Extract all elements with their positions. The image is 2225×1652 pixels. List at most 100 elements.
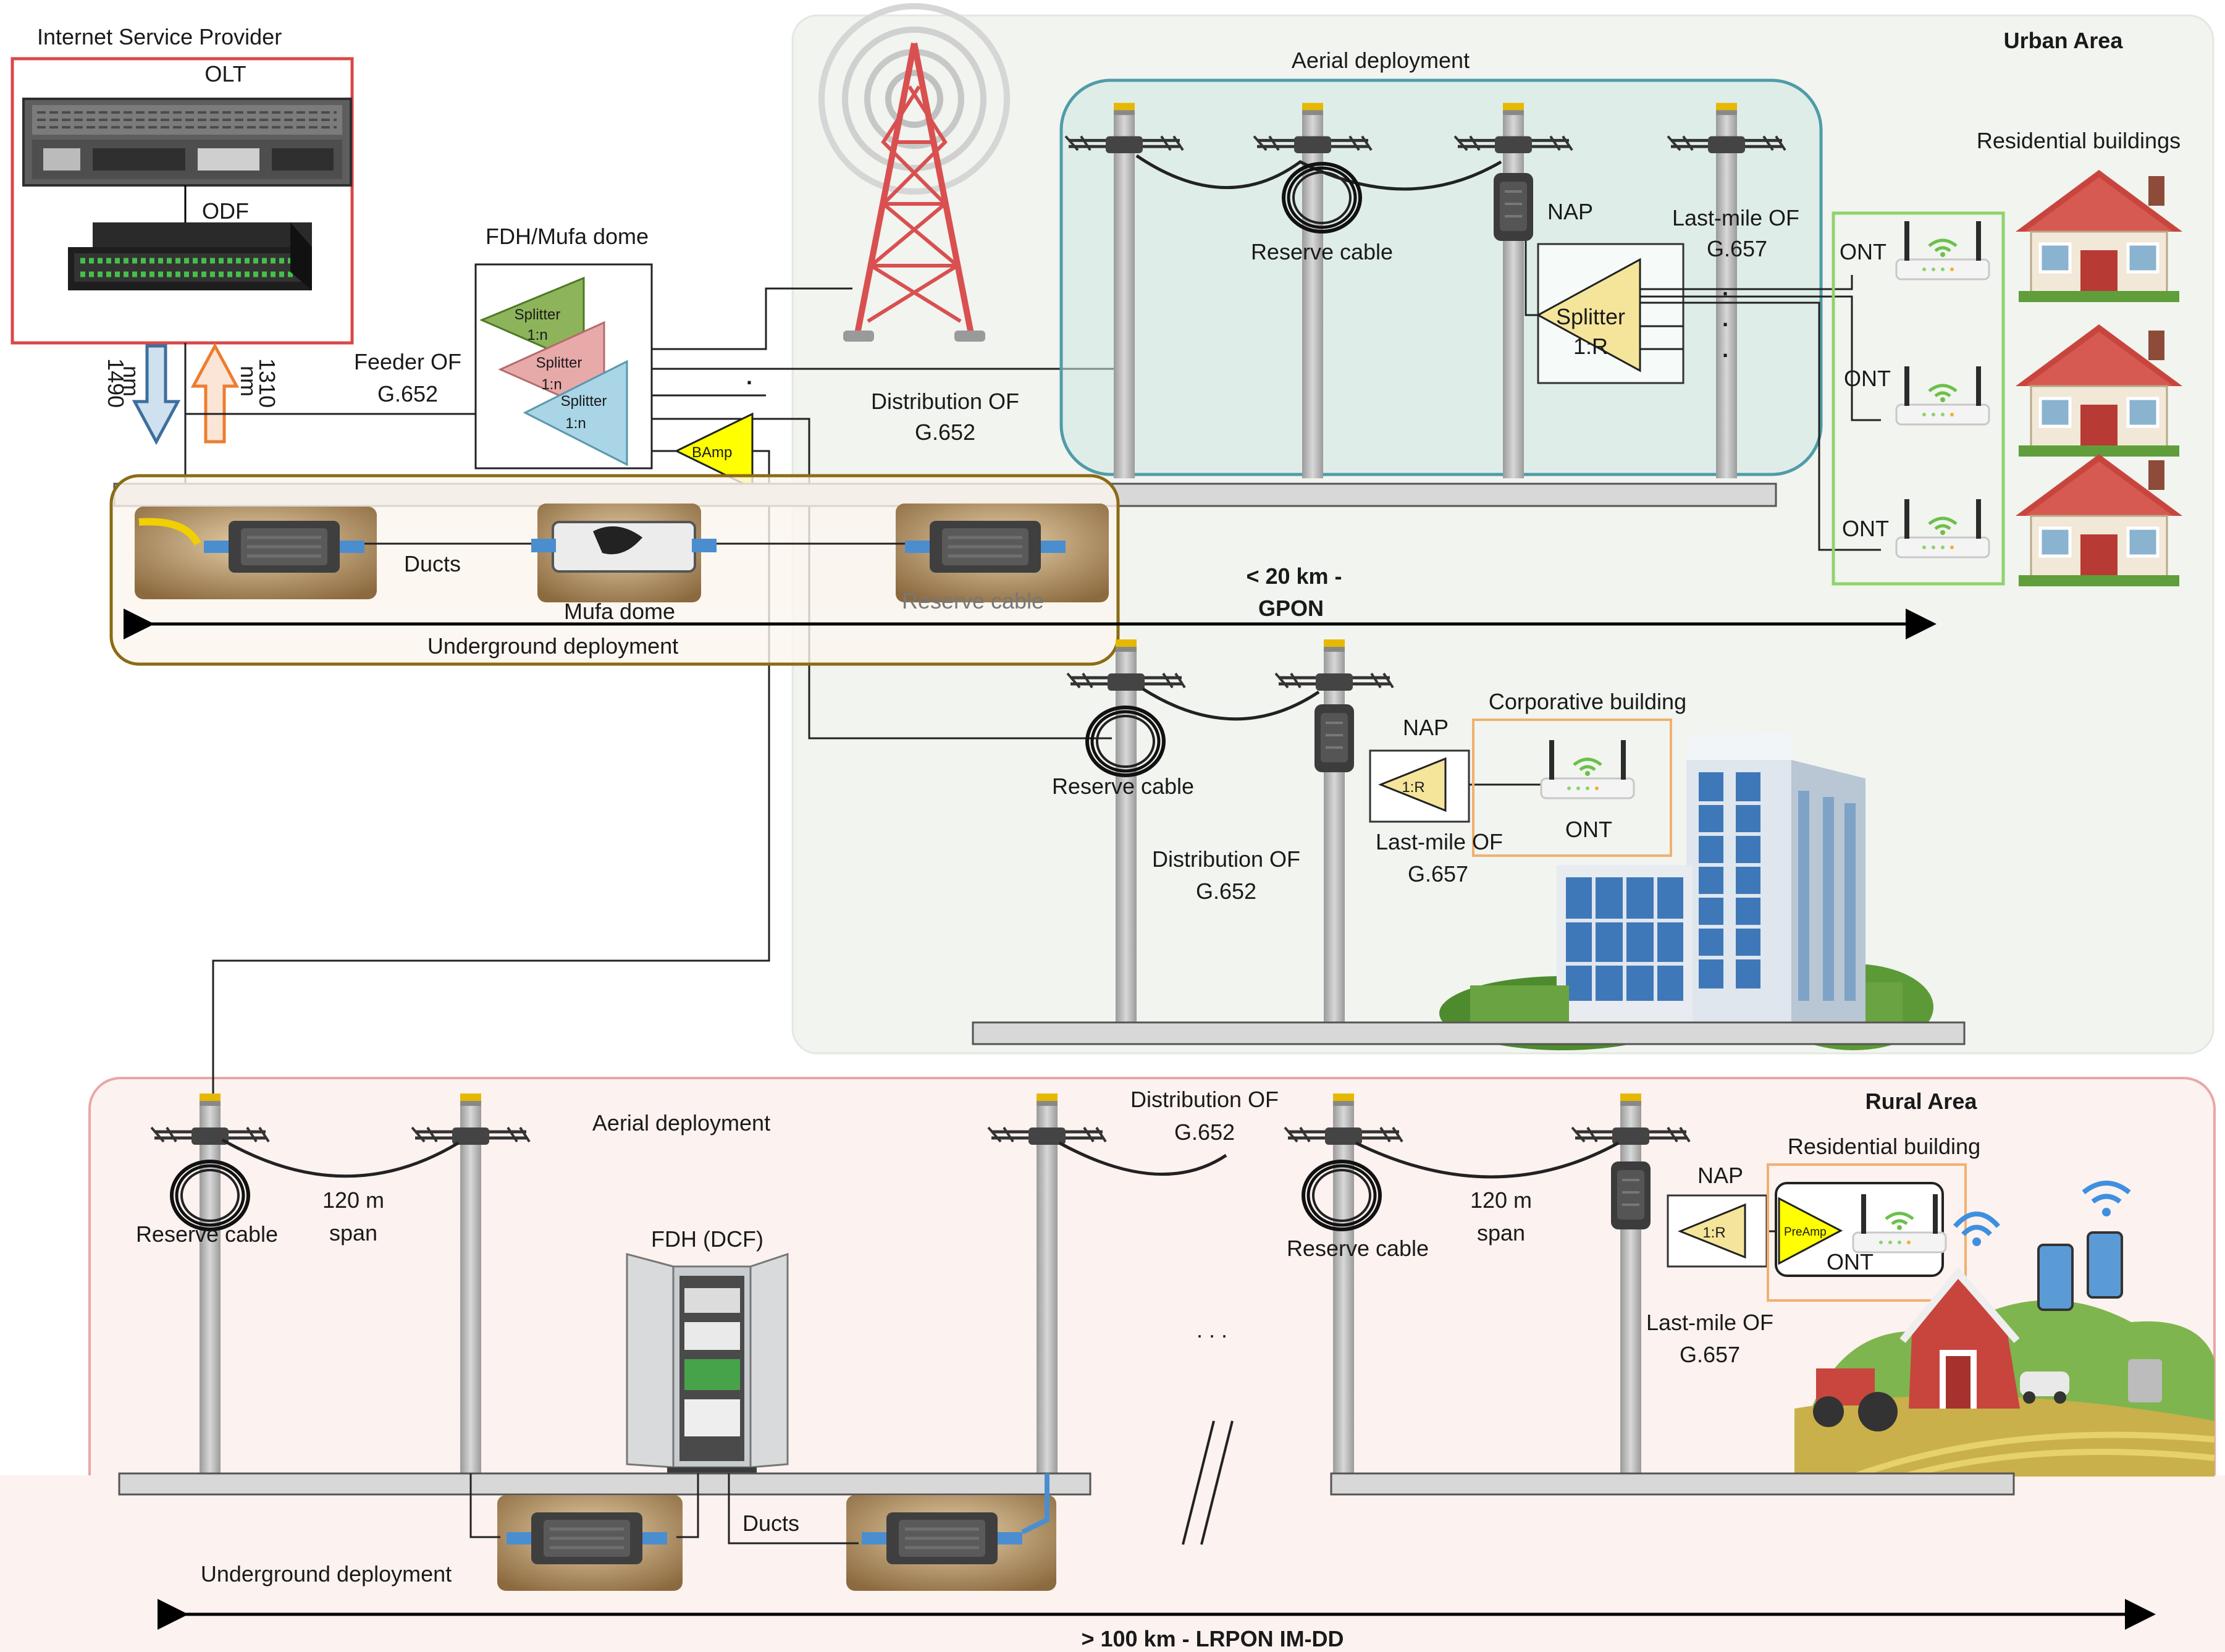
ug-urban-ducts: Ducts — [404, 551, 461, 576]
rural-ellipsis: . . . — [1197, 1317, 1227, 1342]
feeder-label-line1: Feeder OF — [354, 349, 461, 374]
rural-ground-bar-1 — [118, 1472, 1091, 1496]
distance-break-mark — [1182, 1420, 1234, 1545]
svg-text:BAmp: BAmp — [692, 444, 732, 461]
svg-text:1:R: 1:R — [1702, 1224, 1725, 1241]
olt-chassis — [22, 98, 352, 187]
rural-lastmile-l1: Last-mile OF — [1646, 1310, 1773, 1335]
corp-lastmile-l1: Last-mile OF — [1376, 829, 1503, 854]
fdh-out-to-tower — [652, 287, 852, 350]
wavelength-up-unit: nm — [236, 366, 261, 397]
corp-dist-l2: G.652 — [1196, 879, 1256, 904]
urban-aerial-cable — [1135, 154, 1502, 191]
gpon-label-l1: < 20 km - — [1246, 563, 1342, 589]
rural-span-l2-a: span — [329, 1220, 377, 1245]
urban-splitter-dots-2: . — [1722, 306, 1728, 331]
corp-aerial-cable — [1142, 687, 1320, 721]
urban-nap-box — [1492, 172, 1534, 242]
urban-lastmile-l1: Last-mile OF — [1672, 205, 1799, 230]
rural-dist-l2: G.652 — [1174, 1119, 1235, 1145]
ug-urban-title: Underground deployment — [427, 633, 678, 659]
svg-text:1:n: 1:n — [541, 376, 562, 393]
corporative-building-label: Corporative building — [1489, 689, 1686, 714]
fdh-dcf-cabinet-icon — [626, 1252, 789, 1480]
rural-underground-label: Underground deployment — [201, 1561, 452, 1587]
farm-scene-icon — [1794, 1181, 2215, 1480]
svg-text:1:R: 1:R — [1573, 334, 1608, 359]
mufa-dome-icon — [531, 521, 717, 573]
svg-text:1:n: 1:n — [527, 327, 547, 343]
ont-label-2: ONT — [1844, 366, 1891, 391]
isp-box — [11, 57, 354, 345]
rural-ground-bar-2 — [1330, 1472, 2015, 1496]
rural-fdh-label: FDH (DCF) — [651, 1226, 763, 1252]
wavelength-down-unit: nm — [119, 366, 144, 397]
corp-ground-bar — [972, 1021, 1966, 1045]
rural-nap-label: NAP — [1697, 1163, 1743, 1188]
corp-nap-box — [1313, 703, 1355, 773]
ont-label-1: ONT — [1840, 239, 1886, 264]
isp-title: Internet Service Provider — [37, 24, 282, 49]
rural-cable-2 — [1058, 1141, 1227, 1176]
rural-lastmile-l2: G.657 — [1680, 1342, 1740, 1367]
svg-text:Splitter: Splitter — [515, 306, 561, 323]
rural-span-l1-b: 120 m — [1470, 1187, 1532, 1213]
rural-nap-box — [1610, 1160, 1652, 1231]
corp-lastmile-l2: G.657 — [1408, 861, 1468, 887]
corp-splitter: 1:R — [1377, 757, 1447, 812]
ug-urban-mufa: Mufa dome — [564, 599, 675, 624]
rural-residential-label: Residential building — [1788, 1134, 1980, 1159]
rural-area-title: Rural Area — [1865, 1089, 1978, 1114]
ont1-fiber — [1640, 275, 1853, 290]
svg-text:Splitter: Splitter — [1556, 304, 1625, 329]
ont-group-box — [1832, 211, 2005, 586]
urban-reserve-label: Reserve cable — [1251, 239, 1393, 264]
ont-label-3: ONT — [1842, 516, 1889, 541]
urban-dist-l2: G.652 — [915, 419, 975, 445]
splitter-blue: Splitter 1:n — [523, 360, 628, 466]
urban-lastmile-l2: G.657 — [1707, 236, 1767, 261]
rural-span-l2-b: span — [1477, 1220, 1525, 1245]
rural-dist-l1: Distribution OF — [1130, 1087, 1279, 1112]
svg-text:Splitter: Splitter — [561, 393, 607, 410]
urban-splitter: Splitter 1:R — [1536, 258, 1641, 373]
odf-rack — [68, 222, 312, 290]
svg-text:1:R: 1:R — [1402, 779, 1424, 796]
corp-ont-box — [1472, 719, 1672, 857]
preamp: PreAmp — [1778, 1197, 1843, 1265]
rural-ont-label: ONT — [1827, 1249, 1874, 1275]
svg-text:Splitter: Splitter — [536, 355, 583, 371]
urban-splitter-dots-1: . — [1722, 275, 1728, 300]
fdh-title: FDH/Mufa dome — [486, 224, 649, 249]
odf-label: ODF — [202, 198, 249, 224]
urban-splitter-dots-3: . — [1722, 337, 1728, 362]
rural-span-l1-a: 120 m — [322, 1187, 384, 1213]
olt-label: OLT — [204, 61, 246, 86]
urban-area-title: Urban Area — [2004, 28, 2124, 53]
rural-reserve-label-2: Reserve cable — [1287, 1236, 1429, 1261]
svg-text:1:n: 1:n — [565, 415, 586, 432]
corp-ont-label: ONT — [1565, 817, 1612, 842]
rural-aerial-label: Aerial deployment — [592, 1110, 770, 1136]
rural-reserve-label-1: Reserve cable — [136, 1221, 278, 1247]
fdh-dots: . — [746, 364, 752, 389]
urban-dist-l1: Distribution OF — [871, 389, 1019, 414]
ug-urban-reserve: Reserve cable — [902, 588, 1044, 613]
urban-nap-label: NAP — [1547, 199, 1593, 224]
corp-reserve-label: Reserve cable — [1052, 773, 1194, 799]
downstream-arrow — [132, 344, 181, 445]
feeder-label-line2: G.652 — [377, 381, 438, 407]
rural-ducts-label: Ducts — [742, 1511, 799, 1536]
booster-amplifier: BAmp — [674, 412, 754, 490]
upstream-arrow — [190, 342, 240, 444]
lrpon-label: > 100 km - LRPON IM-DD — [1081, 1626, 1344, 1651]
rural-cable-1 — [221, 1138, 460, 1178]
cell-tower-icon — [818, 3, 1010, 342]
wavelength-up-value: 1310 — [254, 358, 280, 408]
urban-aerial-label: Aerial deployment — [1292, 48, 1470, 73]
residential-buildings-label: Residential buildings — [1977, 128, 2181, 153]
wavelength-down-value: 1490 — [103, 358, 128, 408]
rural-splitter: 1:R — [1678, 1203, 1746, 1259]
corp-nap-label: NAP — [1403, 715, 1449, 740]
